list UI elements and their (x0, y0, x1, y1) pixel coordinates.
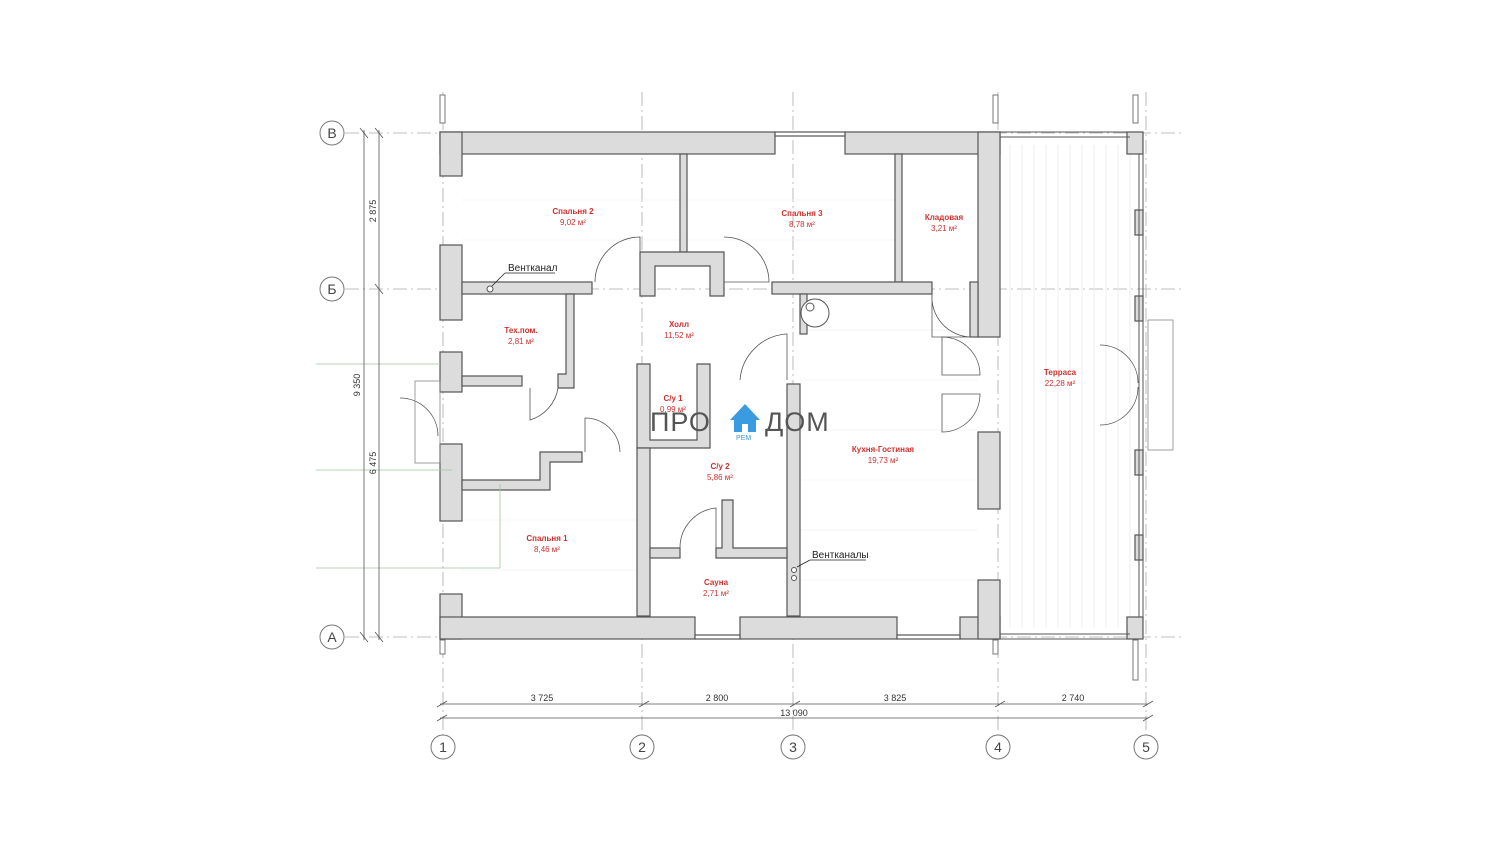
room-bedroom3-name: Спальня 3 (781, 209, 823, 218)
grid-aux (316, 363, 501, 569)
room-tech-area: 2,81 м² (508, 337, 534, 346)
floor-pattern (462, 199, 978, 581)
room-bedroom3-area: 8,78 м² (789, 220, 815, 229)
axis-row-a: А (327, 629, 337, 645)
axis-col-5: 5 (1142, 739, 1150, 755)
vent-icon (791, 567, 797, 573)
room-kitchen-area: 19,73 м² (868, 456, 899, 465)
room-sauna-name: Сауна (704, 578, 729, 587)
column-axis-markers: 1 2 3 4 5 (430, 734, 1159, 760)
dim-bottom-total: 13 090 (780, 708, 808, 718)
room-wc1-area: 0,99 м² (660, 405, 686, 414)
room-storage-area: 3,21 м² (931, 224, 957, 233)
left-dimension-labels: 2 875 6 475 9 350 (352, 200, 378, 475)
axis-col-1: 1 (439, 739, 447, 755)
bottom-dimension-labels: 3 725 2 800 3 825 2 740 13 090 (531, 693, 1085, 718)
top-axis-ticks (439, 94, 1139, 681)
room-tech-name: Тех.пом. (504, 326, 537, 335)
row-axis-markers: В Б А (319, 120, 345, 650)
axis-col-4: 4 (994, 739, 1002, 755)
callout-ventkanaly: Вентканалы (812, 550, 869, 561)
room-bedroom2-area: 9,02 м² (560, 218, 586, 227)
room-terrace-name: Терраса (1044, 368, 1077, 377)
room-bedroom1-name: Спальня 1 (526, 534, 568, 543)
logo-text-sub: РЕМ (736, 435, 751, 442)
vent-icon (791, 575, 797, 581)
callout-lines (491, 272, 866, 568)
vent-icon (486, 285, 494, 293)
room-storage-name: Кладовая (925, 213, 964, 222)
callout-ventkanal: Вентканал (508, 263, 558, 274)
dim-left-total: 9 350 (352, 374, 362, 397)
room-hall-area: 11,52 м² (664, 331, 694, 340)
dim-left-2: 6 475 (368, 452, 378, 475)
axis-col-2: 2 (638, 739, 646, 755)
room-kitchen-name: Кухня-Гостиная (852, 445, 915, 454)
watermark-logo: ПРО РЕМ ДОМ (650, 404, 830, 442)
dim-left-1: 2 875 (368, 200, 378, 223)
dim-bottom-1: 3 725 (531, 693, 554, 703)
room-labels: Спальня 2 9,02 м² Спальня 3 8,78 м² Клад… (504, 207, 1076, 598)
round-fixture (800, 298, 830, 328)
terrace-deck (1009, 145, 1131, 628)
logo-text-left: ПРО (650, 407, 711, 437)
room-wc2-area: 5,86 м² (707, 473, 733, 482)
dim-bottom-2: 2 800 (706, 693, 729, 703)
room-wc1-name: С/у 1 (663, 394, 683, 403)
bottom-dimension-lines (436, 700, 1154, 722)
room-wc2-name: С/у 2 (710, 462, 730, 471)
terrace-outline (1000, 131, 1144, 640)
room-bedroom1-area: 8,46 м² (534, 545, 560, 554)
fixtures (486, 285, 830, 581)
room-bedroom2-name: Спальня 2 (552, 207, 594, 216)
dim-bottom-4: 2 740 (1062, 693, 1085, 703)
logo-text-right: ДОМ (765, 407, 830, 437)
dim-bottom-3: 3 825 (884, 693, 907, 703)
room-terrace-area: 22,28 м² (1045, 379, 1076, 388)
left-dimension-lines (359, 127, 384, 643)
axis-row-v: В (327, 125, 336, 141)
house-icon (730, 404, 760, 432)
room-hall-name: Холл (669, 320, 689, 329)
room-sauna-area: 2,71 м² (703, 589, 729, 598)
door-swings (399, 236, 1174, 549)
axis-col-3: 3 (789, 739, 797, 755)
axis-row-b: Б (327, 281, 336, 297)
